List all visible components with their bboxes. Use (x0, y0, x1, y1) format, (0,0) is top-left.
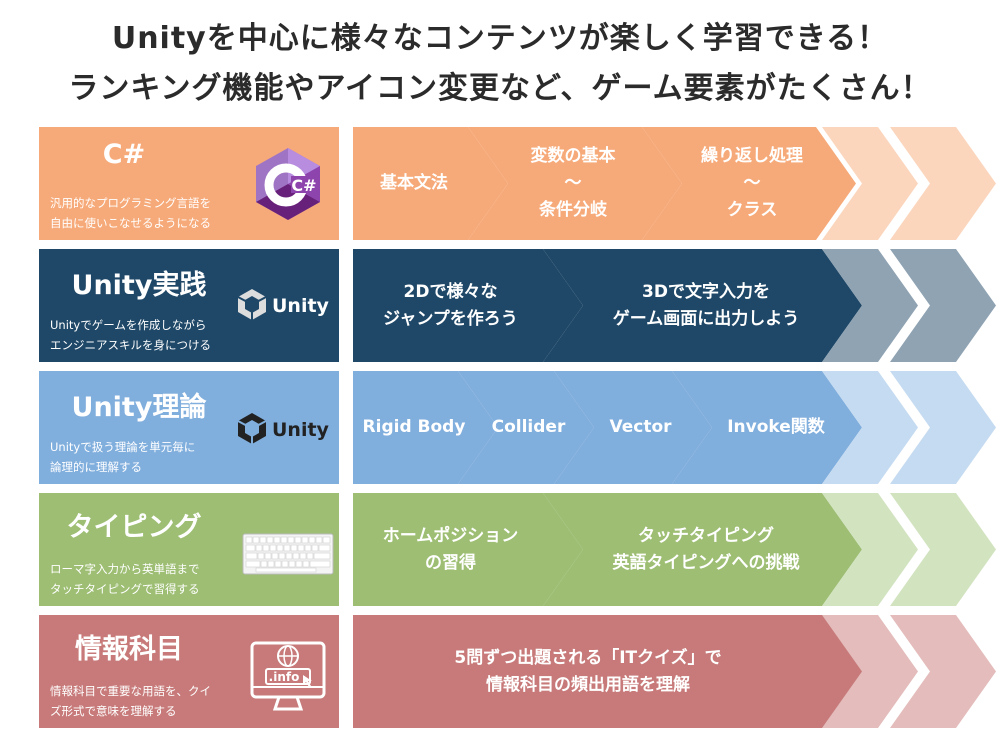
unity-theory-info-panel: Unity理論 Unityで扱う理論を単元毎に 論理的に理解する Unity (39, 371, 339, 484)
typing-description: ローマ字入力から英単語まで タッチタイピングで習得する (50, 559, 260, 599)
info-step-1 (353, 615, 863, 728)
typing-fade-arrow-2 (890, 493, 996, 606)
csharp-step-2-label: 変数の基本 ～ 条件分岐 (530, 146, 616, 220)
header-line-1: Unityを中心に様々なコンテンツが楽しく学習できる！ (111, 21, 889, 56)
info-fade-arrow-2 (890, 615, 996, 728)
typing-fade-arrow-1 (822, 493, 918, 606)
info-logo-text: .info (269, 670, 300, 684)
unity-practice-info-panel: Unity実践 Unityでゲームを作成しながら エンジニアスキルを身につける … (39, 249, 339, 362)
csharp-description: 汎用的なプログラミング言語を 自由に使いこなせるようになる (50, 193, 260, 233)
csharp-logo-text: C# (291, 176, 316, 195)
unity-practice-fade-arrow-1 (822, 249, 918, 362)
row-unity-theory: Unity理論 Unityで扱う理論を単元毎に 論理的に理解する Unity R… (39, 371, 1000, 484)
unity-theory-step-1 (353, 371, 498, 484)
unity-practice-fade-arrow-2 (890, 249, 996, 362)
unity-theory-steps: Rigid Body Collider Vector Invoke関数 (353, 371, 1000, 484)
info-step-1-label: 5問ずつ出題される「ITクイズ」で 情報科目の頻出用語を理解 (454, 647, 722, 695)
csharp-fade-arrow-2 (890, 127, 996, 240)
info-steps: 5問ずつ出題される「ITクイズ」で 情報科目の頻出用語を理解 (353, 615, 1000, 728)
info-description: 情報科目で重要な用語を、クイ ズ形式で意味を理解する (50, 681, 260, 721)
typing-steps: ホームポジション の習得 タッチタイピング 英語タイピングへの挑戦 (353, 493, 1000, 606)
typing-desc-line-2: タッチタイピングで習得する (50, 582, 200, 596)
unity-logo-icon: Unity (237, 289, 330, 320)
row-unity-practice: Unity実践 Unityでゲームを作成しながら エンジニアスキルを身につける … (39, 249, 1000, 362)
typing-step-1 (353, 493, 583, 606)
unity-theory-desc-line-2: 論理的に理解する (50, 460, 142, 474)
typing-desc-line-1: ローマ字入力から英単語まで (50, 562, 200, 576)
unity-theory-step-4-label: Invoke関数 (727, 417, 825, 437)
unity-theory-desc-line-1: Unityで扱う理論を単元毎に (50, 440, 196, 454)
unity-logo-icon: Unity (237, 413, 330, 444)
typing-step-1-label: ホームポジション の習得 (382, 525, 519, 573)
typing-title: タイピング (66, 512, 202, 543)
unity-practice-desc-line-1: Unityでゲームを作成しながら (50, 318, 207, 332)
csharp-title: C# (102, 139, 146, 170)
unity-practice-desc-line-2: エンジニアスキルを身につける (50, 338, 211, 352)
csharp-info-panel: C# 汎用的なプログラミング言語を 自由に使いこなせるようになる C# (39, 127, 339, 240)
unity-theory-fade-arrow-1 (822, 371, 918, 484)
keyboard-icon (242, 533, 334, 575)
unity-theory-step-3-label: Vector (609, 417, 672, 437)
csharp-step-3-label: 繰り返し処理 ～ クラス (701, 146, 803, 220)
computer-info-icon: .info (250, 641, 326, 711)
row-typing: タイピング ローマ字入力から英単語まで タッチタイピングで習得する ホームポジシ… (39, 493, 1000, 606)
typing-step-2 (543, 493, 862, 606)
info-info-panel: 情報科目 情報科目で重要な用語を、クイ ズ形式で意味を理解する .info (39, 615, 339, 728)
typing-info-panel: タイピング ローマ字入力から英単語まで タッチタイピングで習得する (39, 493, 339, 606)
unity-theory-step-3 (554, 371, 712, 484)
csharp-desc-line-1: 汎用的なプログラミング言語を (50, 196, 211, 210)
unity-practice-title: Unity実践 (71, 270, 207, 301)
typing-step-2-label: タッチタイピング 英語タイピングへの挑戦 (612, 525, 800, 573)
page-header: Unityを中心に様々なコンテンツが楽しく学習できる！ ランキング機能やアイコン… (0, 14, 1000, 114)
info-fade-arrow-1 (822, 615, 918, 728)
unity-theory-step-2-label: Collider (491, 417, 566, 437)
unity-practice-step-2-label: 3Dで文字入力を ゲーム画面に出力しよう (612, 281, 800, 329)
csharp-fade-arrow-1 (822, 127, 918, 240)
unity-theory-description: Unityで扱う理論を単元毎に 論理的に理解する (50, 437, 260, 477)
unity-theory-title: Unity理論 (71, 392, 207, 423)
unity-theory-step-4 (672, 371, 862, 484)
info-title: 情報科目 (75, 634, 183, 665)
row-info: 情報科目 情報科目で重要な用語を、クイ ズ形式で意味を理解する .info 5問… (39, 615, 1000, 728)
unity-theory-logo-text: Unity (272, 419, 330, 441)
unity-practice-description: Unityでゲームを作成しながら エンジニアスキルを身につける (50, 315, 260, 355)
csharp-logo-icon: C# (256, 148, 320, 220)
unity-practice-logo-text: Unity (272, 295, 330, 317)
header-line-2: ランキング機能やアイコン変更など、ゲーム要素がたくさん！ (68, 71, 932, 106)
csharp-step-2 (468, 127, 682, 240)
unity-theory-step-1-label: Rigid Body (362, 417, 466, 437)
unity-practice-step-1 (353, 249, 583, 362)
csharp-step-1 (353, 127, 508, 240)
unity-practice-steps: 2Dで様々な ジャンプを作ろう 3Dで文字入力を ゲーム画面に出力しよう (353, 249, 1000, 362)
csharp-steps: 基本文法 変数の基本 ～ 条件分岐 繰り返し処理 ～ クラス (353, 127, 1000, 240)
info-desc-line-2: ズ形式で意味を理解する (50, 704, 177, 718)
unity-practice-step-1-label: 2Dで様々な ジャンプを作ろう (383, 281, 518, 329)
unity-theory-fade-arrow-2 (890, 371, 996, 484)
info-desc-line-1: 情報科目で重要な用語を、クイ (50, 684, 211, 698)
unity-theory-step-2 (458, 371, 594, 484)
csharp-desc-line-2: 自由に使いこなせるようになる (50, 216, 211, 230)
csharp-step-1-label: 基本文法 (380, 173, 448, 193)
unity-practice-step-2 (543, 249, 862, 362)
row-csharp: C# 汎用的なプログラミング言語を 自由に使いこなせるようになる C# 基本文法… (39, 127, 1000, 240)
csharp-step-3 (642, 127, 856, 240)
